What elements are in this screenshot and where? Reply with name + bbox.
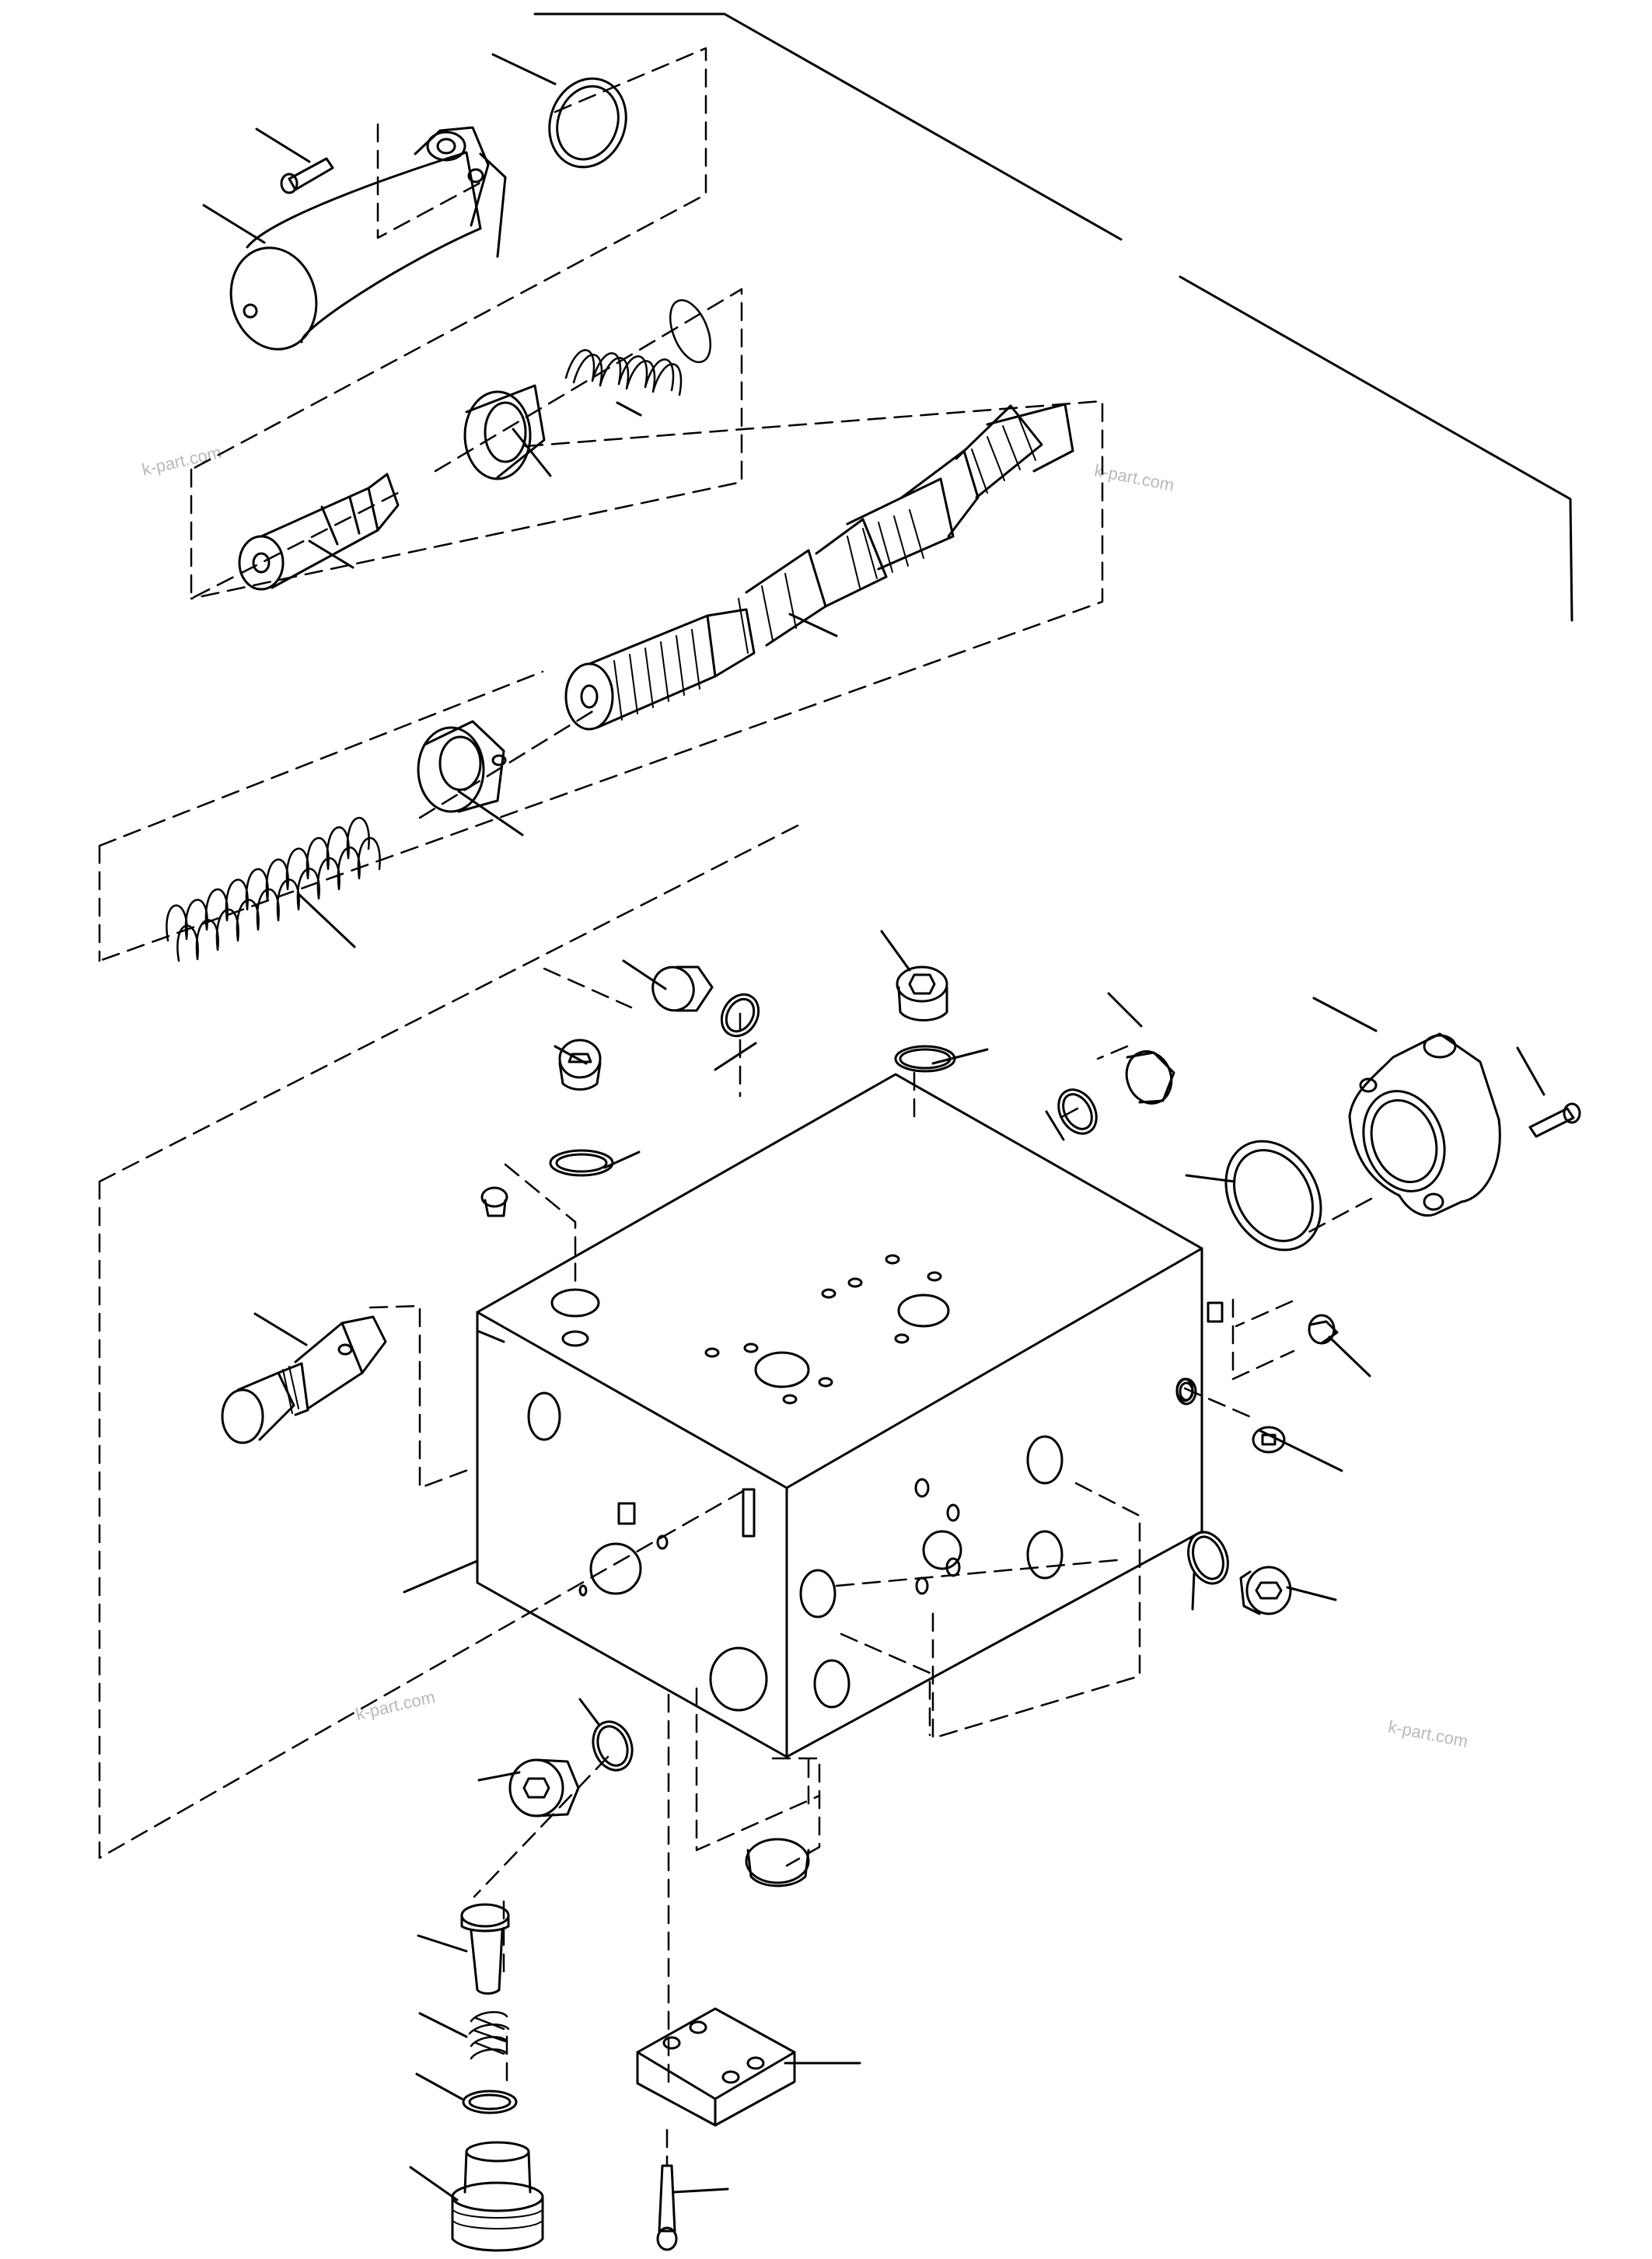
- o-ring-upper-2: [894, 1045, 956, 1073]
- solenoid: [229, 126, 507, 351]
- plug-right-2: [1252, 1426, 1286, 1454]
- callout-leaders: [202, 53, 1545, 2201]
- o-ring-left: [549, 1149, 614, 1177]
- o-ring-right-2: [1187, 1531, 1229, 1585]
- plug-right-3: [1239, 1566, 1292, 1615]
- plug-bottom-left: [508, 1758, 580, 1817]
- o-ring-top: [548, 77, 627, 169]
- flange: [1348, 1032, 1501, 1217]
- o-ring-right-small: [1057, 1088, 1098, 1135]
- plug-right-1: [1308, 1314, 1339, 1345]
- plug-left-top: [558, 1039, 602, 1091]
- plug-bottom: [745, 1838, 810, 1887]
- pin: [238, 473, 400, 591]
- o-ring-flange: [1224, 1140, 1322, 1252]
- assembly-guide-lines: [98, 47, 1373, 2167]
- spring-seat-large: [417, 720, 507, 813]
- plug-top-right: [1125, 1050, 1175, 1105]
- spool: [564, 403, 1074, 731]
- bolt-flange: [1528, 1102, 1581, 1138]
- o-ring-bottom: [462, 2090, 518, 2114]
- bolt-bottom: [656, 2164, 678, 2251]
- check-valve: [221, 1315, 387, 1444]
- spring-seat-small: [463, 384, 546, 480]
- cap-screw-top: [280, 157, 334, 194]
- plate: [636, 2007, 796, 2127]
- plug-top-left: [651, 965, 714, 1012]
- frame-lines: [533, 12, 1573, 622]
- o-ring-right-1: [1175, 1377, 1197, 1405]
- small-spring-bottom: [468, 2011, 510, 2060]
- small-plug-left: [480, 1186, 508, 1217]
- small-spring: [564, 299, 712, 396]
- o-ring-upper-1: [720, 993, 760, 1038]
- o-ring-bottom-left: [592, 1720, 634, 1772]
- valve-body: [476, 1073, 1224, 1758]
- plug-top-center: [896, 965, 948, 1021]
- poppet: [460, 1903, 510, 1995]
- large-spring: [166, 816, 381, 962]
- seat: [451, 2141, 544, 2252]
